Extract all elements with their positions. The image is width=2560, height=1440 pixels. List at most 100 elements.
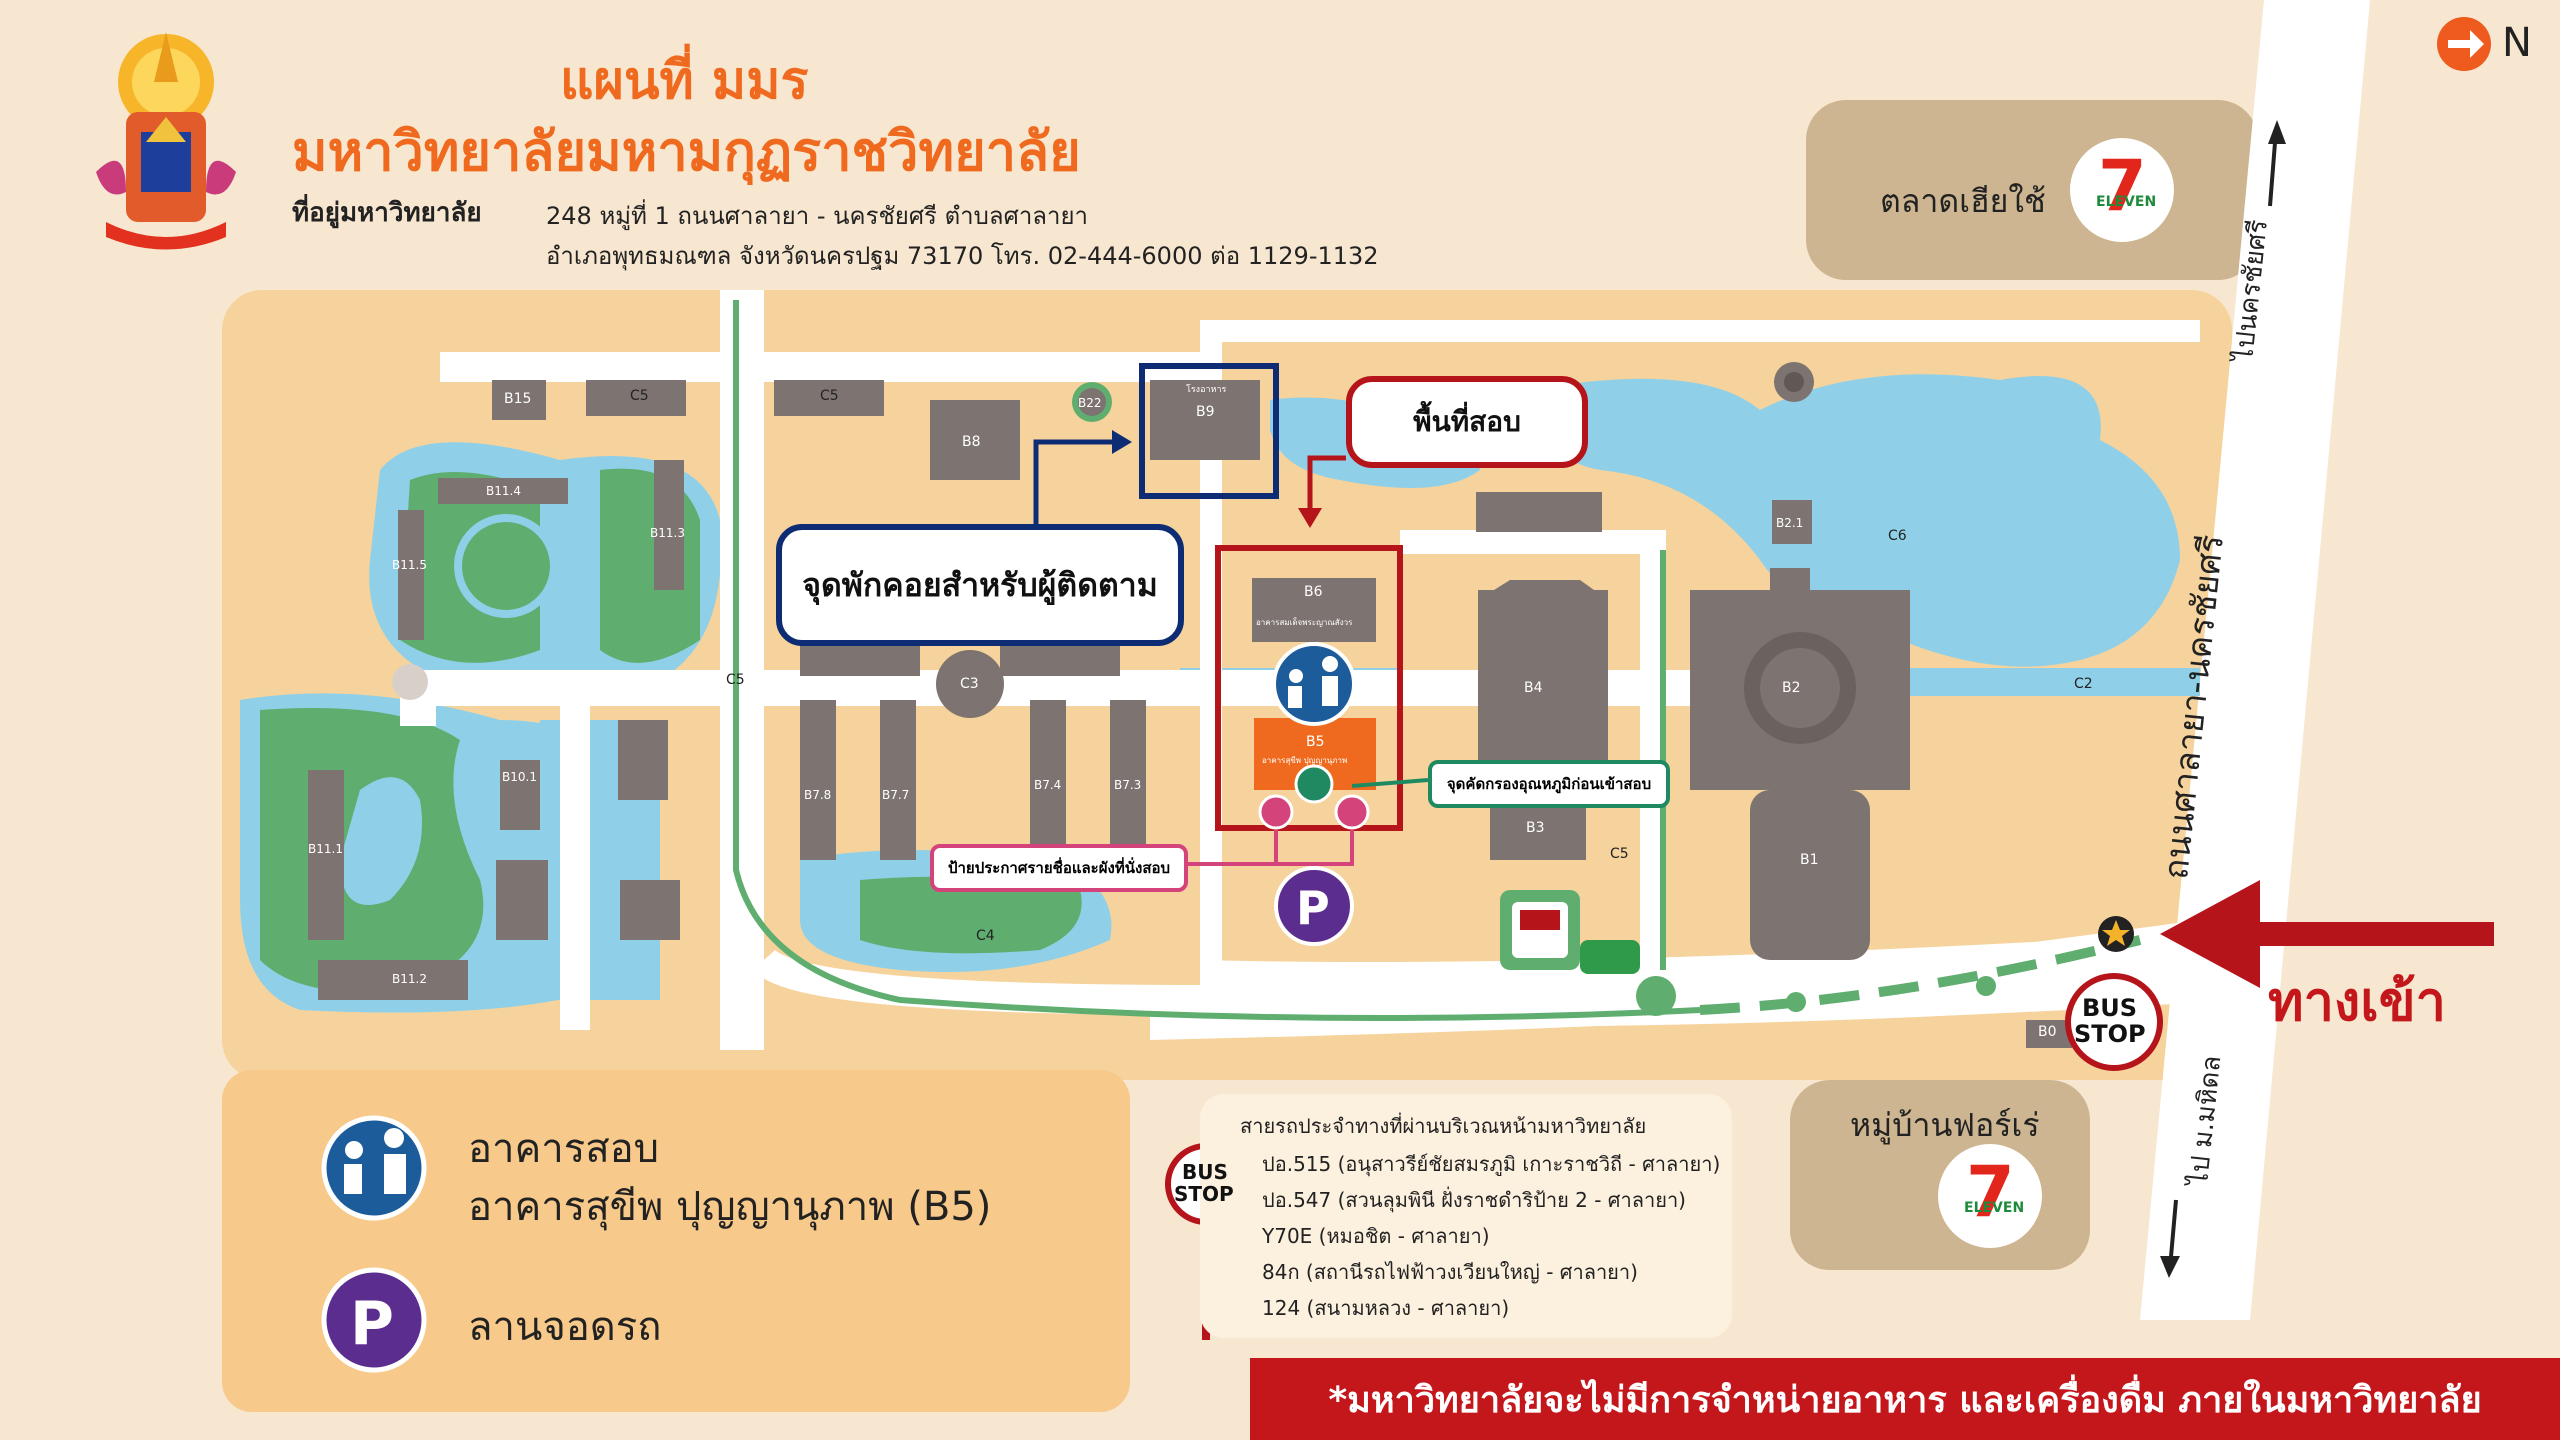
label-c5a: C5 [630,388,649,404]
label-b7-4: B7.4 [1034,778,1062,792]
notice-board-callout: ป้ายประกาศรายชื่อและผังที่นั่งสอบ [930,844,1188,892]
bus-route-4: 84ก (สถานีรถไฟฟ้าวงเวียนใหญ่ - ศาลายา) [1262,1260,1638,1284]
university-name: มหาวิทยาลัยมหามกุฏราชวิทยาลัย [292,120,1081,183]
label-b1: B1 [1800,852,1819,868]
label-b2-1: B2.1 [1776,516,1804,530]
building-b15 [492,380,546,420]
building-b6 [1252,578,1376,642]
building-b4-top [1478,580,1608,600]
bus-info-box [1200,1094,1732,1338]
label-b5: B5 [1306,734,1325,750]
label-b11-4: B11.4 [486,484,521,498]
svg-text:P: P [1296,881,1330,935]
label-b5-sub: อาคารสุขีพ ปุญญานุภาพ [1262,756,1348,765]
svg-text:7: 7 [1966,1151,2015,1233]
legend-area [222,1070,1130,1412]
north-arrow-icon [2437,17,2491,71]
label-b11-2: B11.2 [392,972,427,986]
building-b11-1 [308,770,344,940]
building-b11-5 [398,510,424,640]
exam-area-callout: พื้นที่สอบ [1346,376,1588,468]
building-b7-8 [800,700,836,860]
label-c6: C6 [1888,528,1907,544]
north-compass: N [2434,14,2544,74]
food-notice-banner: *มหาวิทยาลัยจะไม่มีการจำหน่ายอาหาร และเค… [1250,1358,2560,1440]
label-c4: C4 [976,928,995,944]
village-label: หมู่บ้านฟอร์เร่ [1850,1106,2040,1144]
label-b11-5: B11.5 [392,558,427,572]
label-b4: B4 [1524,680,1543,696]
building-b7-3 [1110,700,1146,860]
address-label: ที่อยู่มหาวิทยาลัย [292,198,482,228]
label-b9-sub: โรงอาหาร [1186,385,1227,395]
pond-north-east [1530,374,2180,667]
seven-eleven-text-1: ELEVEN [2096,194,2157,210]
parking-map-icon [1274,866,1354,946]
building-b6-wing [1476,492,1602,532]
building-b2-1 [1772,500,1812,544]
bus-route-5: 124 (สนามหลวง - ศาลายา) [1262,1296,1510,1320]
label-b7-8: B7.8 [804,788,832,802]
bus-stop-text-2: STOP [2074,1020,2146,1048]
legend-parking-icon [321,1267,427,1373]
north-label: N [2502,20,2532,66]
building-b3 [1490,800,1586,860]
bus-info-title: สายรถประจำทางที่ผ่านบริเวณหน้ามหาวิทยาลั… [1240,1114,1647,1138]
bus-stop-sign [2065,973,2163,1071]
notice-board-icon-2 [1334,794,1370,830]
exam-area-arrow [1307,455,1346,514]
label-b3: B3 [1526,820,1545,836]
building-c5-top [774,380,884,416]
label-c5b: C5 [820,388,839,404]
bus-route-3: Y70E (หมอชิต - ศาลายา) [1262,1224,1490,1248]
label-b11-1: B11.1 [308,842,343,856]
building-b8 [930,400,1020,480]
legend-parking: ลานจอดรถ [468,1304,662,1350]
building-b22 [1078,388,1106,416]
arrow-to-mahidol [2160,1256,2180,1278]
building-b10-1 [500,760,540,830]
address-line-1: 248 หมู่ที่ 1 ถนนศาลายา - นครชัยศรี ตำบล… [546,202,1089,230]
entrance-label: ทางเข้า [2268,970,2446,1033]
label-b9: B9 [1196,404,1215,420]
notice-arrow [1180,830,1354,866]
svg-text:7: 7 [2098,145,2147,227]
label-b15: B15 [504,391,532,407]
building-b10-2 [618,720,668,800]
university-seal-logo [96,32,236,250]
bus-info-sign-text-1: BUS [1182,1160,1228,1184]
label-c5c: C5 [726,672,745,688]
label-b6: B6 [1304,584,1323,600]
bus-route-1: ปอ.515 (อนุสาวรีย์ชัยสมรภูมิ เกาะราชวิถี… [1262,1152,1721,1176]
entrance-arrow [2160,880,2494,988]
legend-exam-line-1: อาคารสอบ [468,1126,660,1172]
b9-highlight [1139,363,1279,499]
b3-sign [1520,910,1560,930]
bus-route-2: ปอ.547 (สวนลุมพินี ฝั่งราชดำริป้าย 2 - ศ… [1262,1188,1686,1212]
screening-arrow [1351,778,1429,788]
svg-text:P: P [350,1289,394,1359]
rest-area-arrow [1033,439,1120,524]
seven-eleven-text-2: ELEVEN [1964,1200,2025,1216]
building-b7-7 [880,700,916,860]
building-c5-top-left [586,380,686,416]
label-c5d: C5 [1610,846,1629,862]
screening-icon [1294,764,1334,804]
label-b2: B2 [1782,680,1801,696]
bus-stop-text-1: BUS [2082,994,2138,1022]
bus-info-sign-text-2: STOP [1174,1182,1234,1206]
seven-eleven-logo-1 [2070,138,2174,242]
label-c3: C3 [960,676,979,692]
address-line-2: อำเภอพุทธมณฑล จังหวัดนครปฐม 73170 โทร. 0… [546,242,1379,270]
legend-exam-line-2: อาคารสุขีพ ปุญญานุภาพ (B5) [468,1184,992,1230]
label-b22: B22 [1078,396,1102,410]
building-b11-3 [654,460,684,590]
label-b6-sub: อาคารสมเด็จพระญาณสังวร [1256,618,1353,627]
building-b9 [1150,380,1260,460]
label-b11-3: B11.3 [650,526,685,540]
building-b1 [1750,790,1870,960]
building-c3 [936,650,1004,718]
notice-board-icon-1 [1258,794,1294,830]
